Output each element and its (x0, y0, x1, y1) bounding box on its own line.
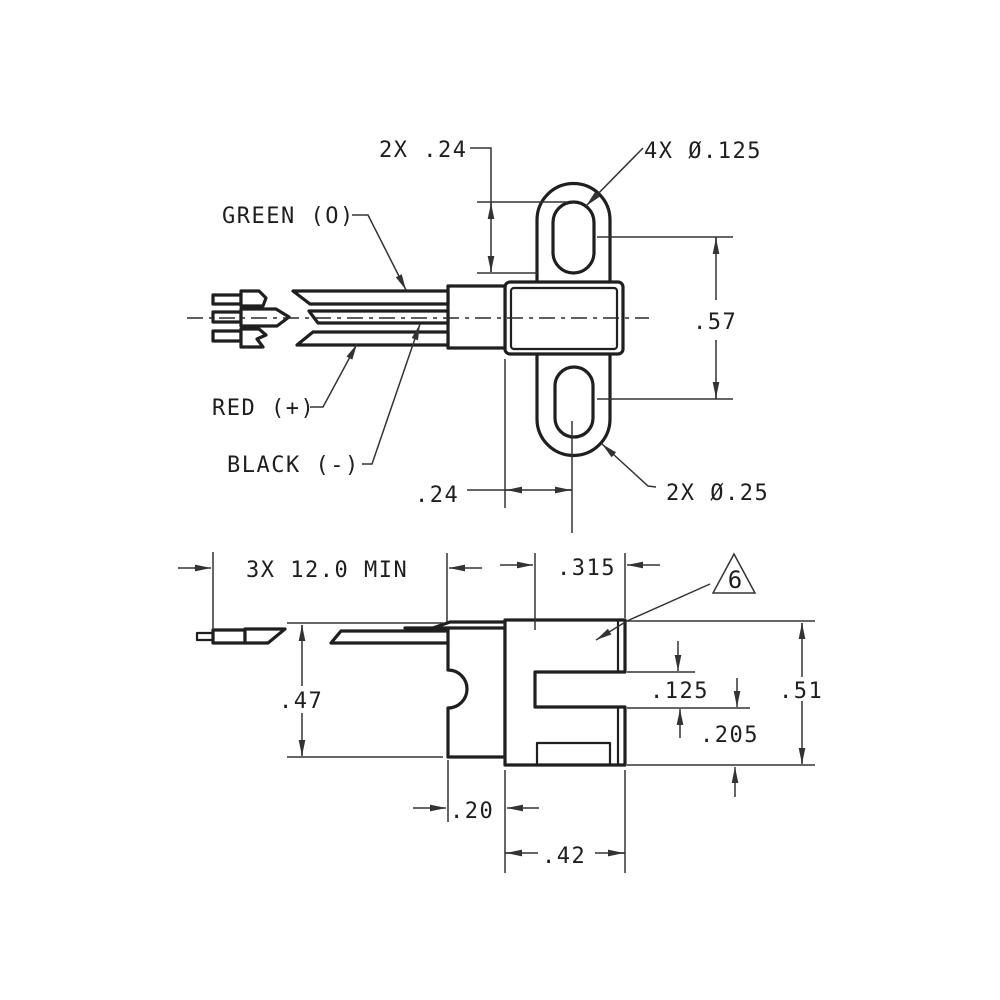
dim-lead-length-label: 3X 12.0 MIN (246, 558, 408, 583)
dim-flange-width-label: .20 (450, 799, 494, 824)
dim-hole-spacing-label: .57 (693, 310, 737, 335)
dim-hole-spacing: .57 (597, 236, 737, 400)
base-step-notch (535, 741, 612, 765)
dim-small-holes-label: 4X Ø.125 (644, 139, 762, 164)
dim-large-holes-label: 2X Ø.25 (666, 481, 769, 506)
dim-slot-height: .125 (627, 641, 750, 738)
mounting-slot-bottom (553, 365, 595, 439)
dim-flange-height-label: .47 (279, 689, 323, 714)
terminal-side (195, 627, 287, 645)
label-red-wire: RED (+) (212, 343, 358, 421)
side-view: 3X 12.0 MIN .315 6 .47 (178, 552, 823, 873)
svg-text:GREEN (O): GREEN (O) (222, 204, 355, 229)
terminal-top (211, 289, 268, 308)
body-lead-block (446, 284, 507, 350)
note-flag-label: 6 (728, 566, 742, 594)
mounting-tab-top (535, 181, 612, 283)
terminal-middle (211, 307, 291, 328)
flange-block (446, 626, 507, 759)
dim-slot-pitch: 2X .24 (379, 138, 567, 274)
svg-text:RED (+): RED (+) (212, 396, 315, 421)
top-view: 2X .24 4X Ø.125 GREEN (O) RED (+) BLACK … (187, 138, 769, 533)
dim-slot-pitch-label: 2X .24 (379, 138, 467, 163)
dim-base-height: .205 (700, 678, 759, 797)
terminal-bottom (211, 327, 268, 349)
lead-side-overlap (403, 620, 505, 630)
dim-flange-width: .20 (413, 760, 539, 873)
mounting-slot-top (551, 200, 596, 275)
wire-green (291, 289, 450, 306)
lead-side (329, 629, 450, 645)
dim-large-holes: 2X Ø.25 (601, 443, 769, 506)
label-green-wire: GREEN (O) (222, 204, 407, 291)
triangle-flag (711, 552, 757, 594)
svg-text:BLACK (-): BLACK (-) (227, 453, 360, 478)
dim-flange-height: .47 (279, 622, 443, 758)
dim-overall-height: .51 (627, 620, 823, 766)
dim-slot-depth-label: .315 (557, 556, 616, 581)
dim-slot-depth: .315 (500, 553, 660, 630)
dim-slot-height-label: .125 (650, 679, 709, 704)
dim-body-width: .42 (505, 770, 626, 873)
dim-body-width-label: .42 (542, 844, 586, 869)
dim-hole-offset-label: .24 (415, 483, 459, 508)
wire-black (307, 309, 450, 325)
dim-lead-length: 3X 12.0 MIN (178, 552, 482, 630)
body-side-profile (503, 618, 627, 767)
dim-small-holes: 4X Ø.125 (585, 139, 762, 207)
dim-base-height-label: .205 (700, 723, 759, 748)
dim-overall-height-label: .51 (779, 679, 823, 704)
wire-red (295, 330, 450, 347)
label-black-wire: BLACK (-) (227, 323, 421, 478)
dim-hole-offset: .24 (415, 359, 573, 533)
